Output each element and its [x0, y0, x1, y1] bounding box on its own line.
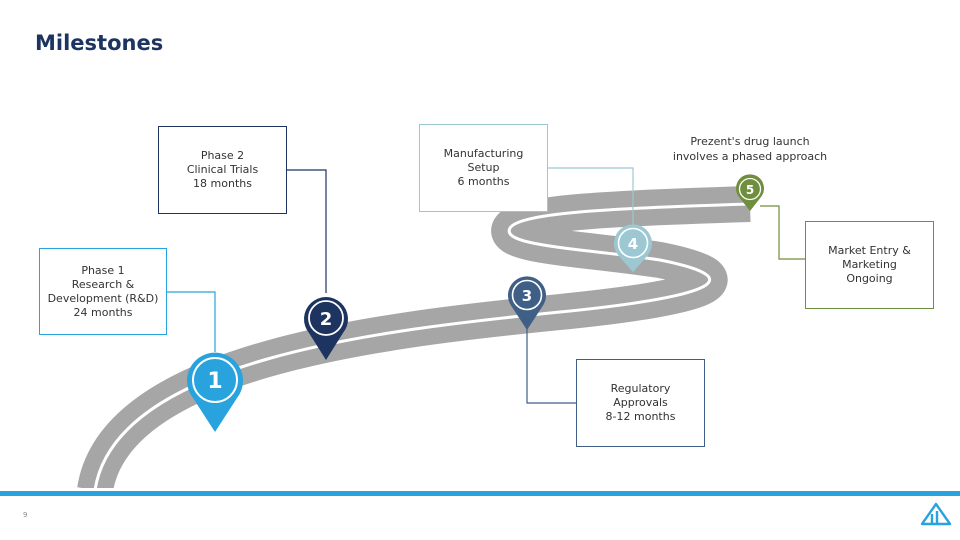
map-pin-2: 2	[304, 297, 348, 360]
milestone-3-line-3: 8-12 months	[605, 410, 676, 423]
pin-4-number: 4	[628, 235, 638, 253]
milestone-4-line-2: Setup	[467, 161, 500, 174]
connector-5	[760, 205, 806, 260]
milestone-1-line-2: Research &	[71, 277, 135, 291]
milestone-3-line-1: Regulatory	[610, 382, 671, 395]
caption-line-2: involves a phased approach	[672, 150, 828, 163]
map-pin-1: 1	[187, 352, 244, 432]
pin-5-shape	[736, 174, 764, 211]
page-title: Milestones	[35, 31, 164, 55]
pin-1-shape	[187, 352, 244, 432]
milestone-box-3: Regulatory Approvals 8-12 months	[576, 359, 705, 447]
milestone-2-line-1: Phase 2	[200, 149, 245, 162]
map-pin-3: 3	[508, 276, 546, 330]
milestone-4-line-3: 6 months	[457, 175, 510, 188]
pin-3-ring	[511, 279, 543, 311]
road-lane-line	[93, 202, 751, 491]
footer-bar	[0, 491, 960, 496]
milestone-2-line-2: Clinical Trials	[186, 163, 259, 176]
page-number: 9	[23, 511, 28, 519]
map-pin-4: 4	[613, 224, 652, 272]
pin-1-ring	[192, 357, 238, 403]
milestone-3-line-2: Approvals	[613, 396, 668, 409]
milestone-4-line-1: Manufacturing	[443, 147, 524, 160]
connector-2	[286, 169, 327, 293]
pin-4-ring	[617, 227, 649, 259]
pin-3-number: 3	[522, 287, 532, 305]
milestone-1-line-3: Development (R&D)	[47, 291, 159, 305]
pin-4-shape	[613, 224, 652, 272]
milestone-5-line-2: Marketing	[842, 258, 897, 271]
milestone-box-5: Market Entry & Marketing Ongoing	[805, 221, 934, 309]
pin-5-ring	[738, 177, 762, 201]
milestone-1-line-1: Phase 1	[81, 263, 125, 277]
connector-1	[166, 291, 216, 352]
caption-line-1: Prezent's drug launch	[690, 135, 810, 148]
road-surface	[77, 186, 751, 494]
pin-2-shape	[304, 297, 348, 360]
milestone-box-1: Phase 1 Research & Development (R&D) 24 …	[39, 248, 167, 335]
pin-1-number: 1	[207, 369, 222, 394]
triangle-logo-icon	[920, 502, 952, 526]
milestone-2-line-3: 18 months	[193, 177, 252, 190]
milestone-5-line-3: Ongoing	[846, 272, 893, 285]
pin-3-shape	[508, 276, 546, 330]
launch-caption: Prezent's drug launch involves a phased …	[650, 134, 850, 164]
milestone-1-line-4: 24 months	[73, 305, 133, 319]
connector-4	[547, 167, 634, 229]
milestone-5-line-1: Market Entry &	[828, 244, 911, 257]
pin-2-number: 2	[320, 309, 333, 330]
pin-5-number: 5	[746, 183, 754, 197]
connectors	[166, 167, 806, 404]
milestone-box-2: Phase 2 Clinical Trials 18 months	[158, 126, 287, 214]
pin-2-ring	[308, 300, 344, 336]
milestone-box-4: Manufacturing Setup 6 months	[419, 124, 548, 212]
connector-3	[526, 328, 577, 404]
map-pin-5: 5	[736, 174, 764, 211]
